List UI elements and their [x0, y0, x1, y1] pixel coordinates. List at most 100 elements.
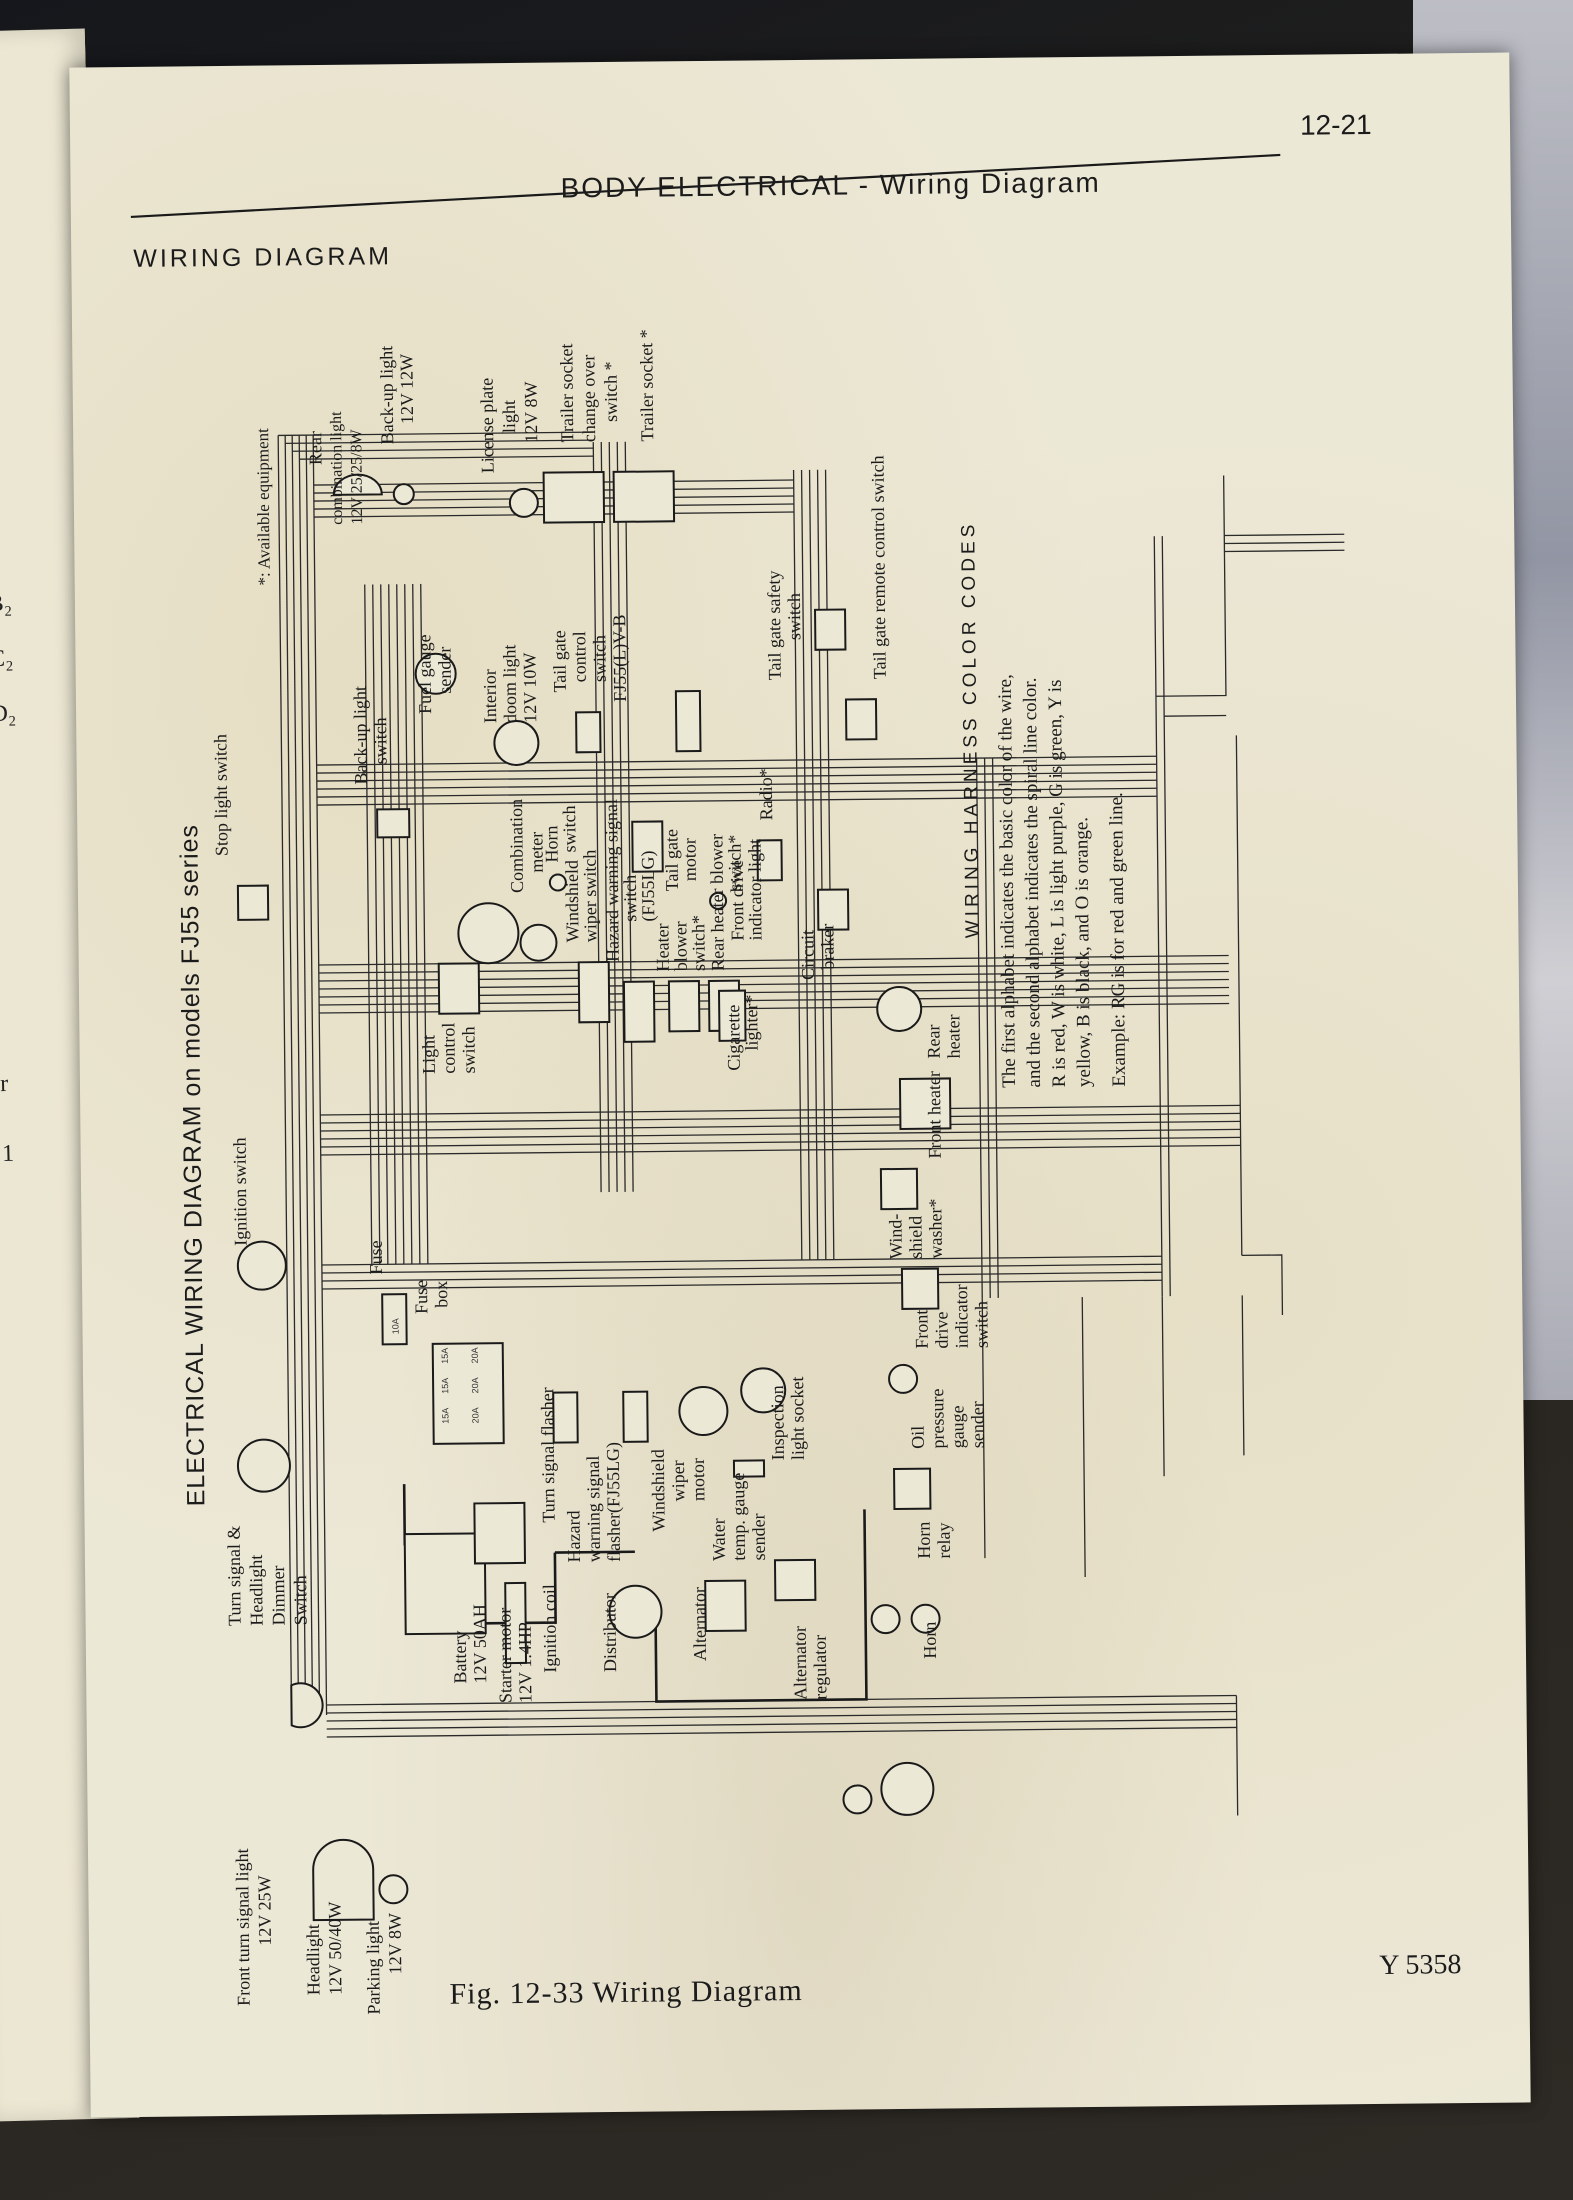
fuse-rating: 15A: [440, 1378, 450, 1394]
label-parking-light: Parking light 12V 8W: [363, 1913, 406, 2015]
horn-switch-icon: [548, 873, 567, 892]
label-alternator: Alternator: [689, 1587, 710, 1661]
fuse-rating: 20A: [470, 1377, 480, 1393]
ignition-coil-icon: [504, 1581, 528, 1665]
alt-regulator-icon: [773, 1558, 817, 1602]
inspection-socket-icon: [740, 1367, 787, 1414]
front-drive-light-icon: [709, 891, 728, 910]
label-turn-flasher: Turn signal flasher: [537, 1387, 558, 1523]
backup-light-icon: [392, 483, 415, 506]
label-backup-light: Back-up light 12V 12W: [376, 341, 417, 444]
label-fuse-box: Fuse box: [411, 1275, 451, 1314]
hazard-flasher-icon: [622, 1390, 649, 1443]
page-number: 12-21: [1300, 109, 1372, 141]
combination-meter-icon: [457, 902, 520, 965]
label-hazard-flasher: Hazard warning signal flasher(FJ55LG): [563, 1442, 625, 1563]
fuse-icon: [381, 1293, 408, 1346]
label-interior-light: Interior doom light 12V 10W: [479, 640, 540, 724]
label-water-temp: Water temp. gauge sender: [708, 1468, 769, 1561]
label-combination-meter: Combination meter: [506, 794, 547, 893]
left-letter: B₂: [0, 590, 13, 618]
manual-page: BODY ELECTRICAL - Wiring Diagram 12-21 W…: [69, 52, 1531, 2118]
tail-gate-motor-icon: [631, 820, 664, 873]
fuse-rating: 15A: [440, 1408, 450, 1424]
label-distributor: Distributor: [599, 1593, 620, 1672]
label-battery: Battery 12V 50AH: [449, 1604, 490, 1684]
side-lamp-icon: [842, 1784, 873, 1815]
label-front-turn-light: Front turn signal light 12V 25W: [232, 1844, 276, 2006]
fuel-gauge-icon: [414, 652, 457, 695]
label-front-heater: Front heater: [924, 1071, 945, 1159]
wiper-switch-icon: [577, 960, 611, 1024]
wiper-motor-icon: [678, 1386, 729, 1437]
starter-motor-icon: [473, 1501, 526, 1565]
color-code-line: The first alphabet indicates the basic c…: [995, 674, 1020, 1088]
label-circuit-braker: Circuit braker: [797, 924, 838, 980]
hazard-switch-icon: [622, 980, 656, 1043]
label-rear-heater-blower: Rear heater blower switch*: [706, 829, 745, 971]
label-horn-relay: Horn relay: [914, 1517, 954, 1559]
tail-gate-safety-icon: [814, 608, 847, 651]
heater-blower-switch-icon: [667, 980, 701, 1033]
header-section: BODY ELECTRICAL - Wiring Diagram: [560, 167, 1100, 204]
color-code-title: WIRING HARNESS COLOR CODES: [958, 521, 983, 939]
oil-pressure-sender-icon: [888, 1363, 919, 1394]
fuse-rating: 20A: [470, 1347, 480, 1363]
label-horn-switch: Horn switch: [541, 805, 580, 862]
stop-light-switch-icon: [236, 884, 270, 921]
tail-gate-control-icon: [575, 711, 602, 754]
side-lamp-icon: [880, 1761, 935, 1816]
label-dimmer-switch: Turn signal & Headlight Dimmer Switch: [224, 1520, 311, 1626]
label-tail-gate-control: Tail gate control switch FJ55(L)V-B: [549, 614, 631, 702]
dimmer-switch-icon: [236, 1438, 291, 1493]
left-letter: 1: [1, 1140, 15, 1168]
fuse-inline-rating: 10A: [390, 1318, 400, 1334]
figure-caption: Fig. 12-33 Wiring Diagram: [449, 1974, 803, 2011]
label-tail-gate-motor: Tail gate motor: [661, 824, 700, 891]
fuse-box-icon: [431, 1342, 505, 1445]
fuse-ratings: 15A 15A 15A 20A 20A 20A 10A: [390, 1318, 480, 1424]
wire-harness: [277, 431, 1345, 1816]
headlight-icon: [312, 1838, 375, 1922]
left-letter: r: [0, 1070, 9, 1098]
diagram-heading: WIRING DIAGRAM: [133, 242, 392, 273]
cigarette-lighter-icon: [717, 989, 747, 1042]
front-drive-switch-icon: [900, 1267, 940, 1310]
label-tail-gate-remote: Tail gate remote control switch: [867, 455, 889, 679]
front-heater-icon: [898, 1077, 952, 1130]
label-fuel-gauge: Fuel gauge sender: [414, 630, 455, 714]
color-code-line: yellow, B is black, and O is orange.: [1071, 817, 1095, 1087]
label-rear-heater: Rear heater: [923, 1014, 963, 1058]
alternator-icon: [704, 1579, 747, 1633]
horn-icon: [910, 1603, 941, 1634]
label-backup-switch: Back-up light switch: [350, 681, 391, 784]
label-heater-blower: Heater blower switch*: [652, 915, 709, 972]
label-hazard-switch: Hazard warning signal switch (FJ55LG): [601, 794, 660, 962]
turn-flasher-icon: [552, 1391, 579, 1444]
component-symbols: [236, 470, 952, 1922]
radio-icon: [756, 839, 783, 882]
figure-code: Y 5358: [1379, 1949, 1462, 1981]
label-cigarette-lighter: Cigarette lighter*: [723, 994, 762, 1070]
license-plate-icon: [508, 487, 539, 518]
trailer-changeover-icon: [542, 471, 606, 524]
interior-light-icon: [493, 719, 540, 766]
horn-icon: [870, 1604, 901, 1635]
wiring-diagram-svg: BODY ELECTRICAL - Wiring Diagram 12-21 W…: [130, 109, 1462, 2015]
label-washer: Wind- shield washer*: [885, 1199, 946, 1260]
label-alt-regulator: Alternator regulator: [790, 1621, 831, 1700]
left-letter: C₂: [0, 645, 14, 673]
label-oil-pressure: Oil pressure gauge sender: [907, 1384, 988, 1449]
label-wiper-motor: Windshield wiper motor: [648, 1444, 709, 1531]
color-code-line: and the second alphabet indicates the sp…: [1020, 678, 1045, 1088]
label-horn: Horn: [920, 1622, 940, 1659]
ignition-switch-icon: [236, 1240, 287, 1291]
label-wiper-switch: Windshield wiper switch: [562, 850, 601, 943]
label-inspection-socket: Inspection light socket: [767, 1376, 808, 1460]
fuse-rating: 20A: [470, 1407, 480, 1423]
front-turn-light-icon: [290, 1682, 324, 1729]
rear-combination-icon: [332, 473, 383, 496]
label-rear-combination: Rear combination light 12V 25/25/8W: [305, 407, 366, 525]
label-trailer-changeover: Trailer socket change over switch *: [556, 339, 621, 443]
circuit-braker-icon: [816, 888, 850, 931]
